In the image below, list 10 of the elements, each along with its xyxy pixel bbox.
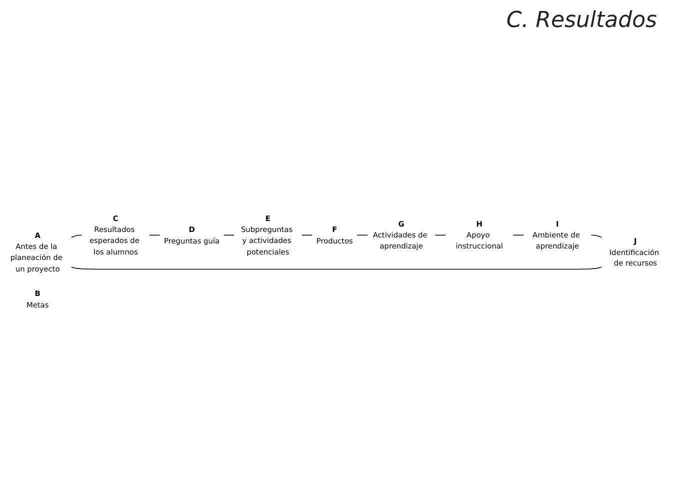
connector — [590, 235, 602, 238]
connector — [148, 235, 160, 236]
connector — [434, 235, 446, 236]
connector — [512, 235, 524, 236]
connector — [70, 266, 602, 270]
connector — [70, 235, 82, 238]
connector — [356, 235, 368, 236]
connector — [301, 235, 313, 236]
connector — [223, 235, 235, 236]
diagram-title: C. Resultados — [506, 8, 657, 33]
